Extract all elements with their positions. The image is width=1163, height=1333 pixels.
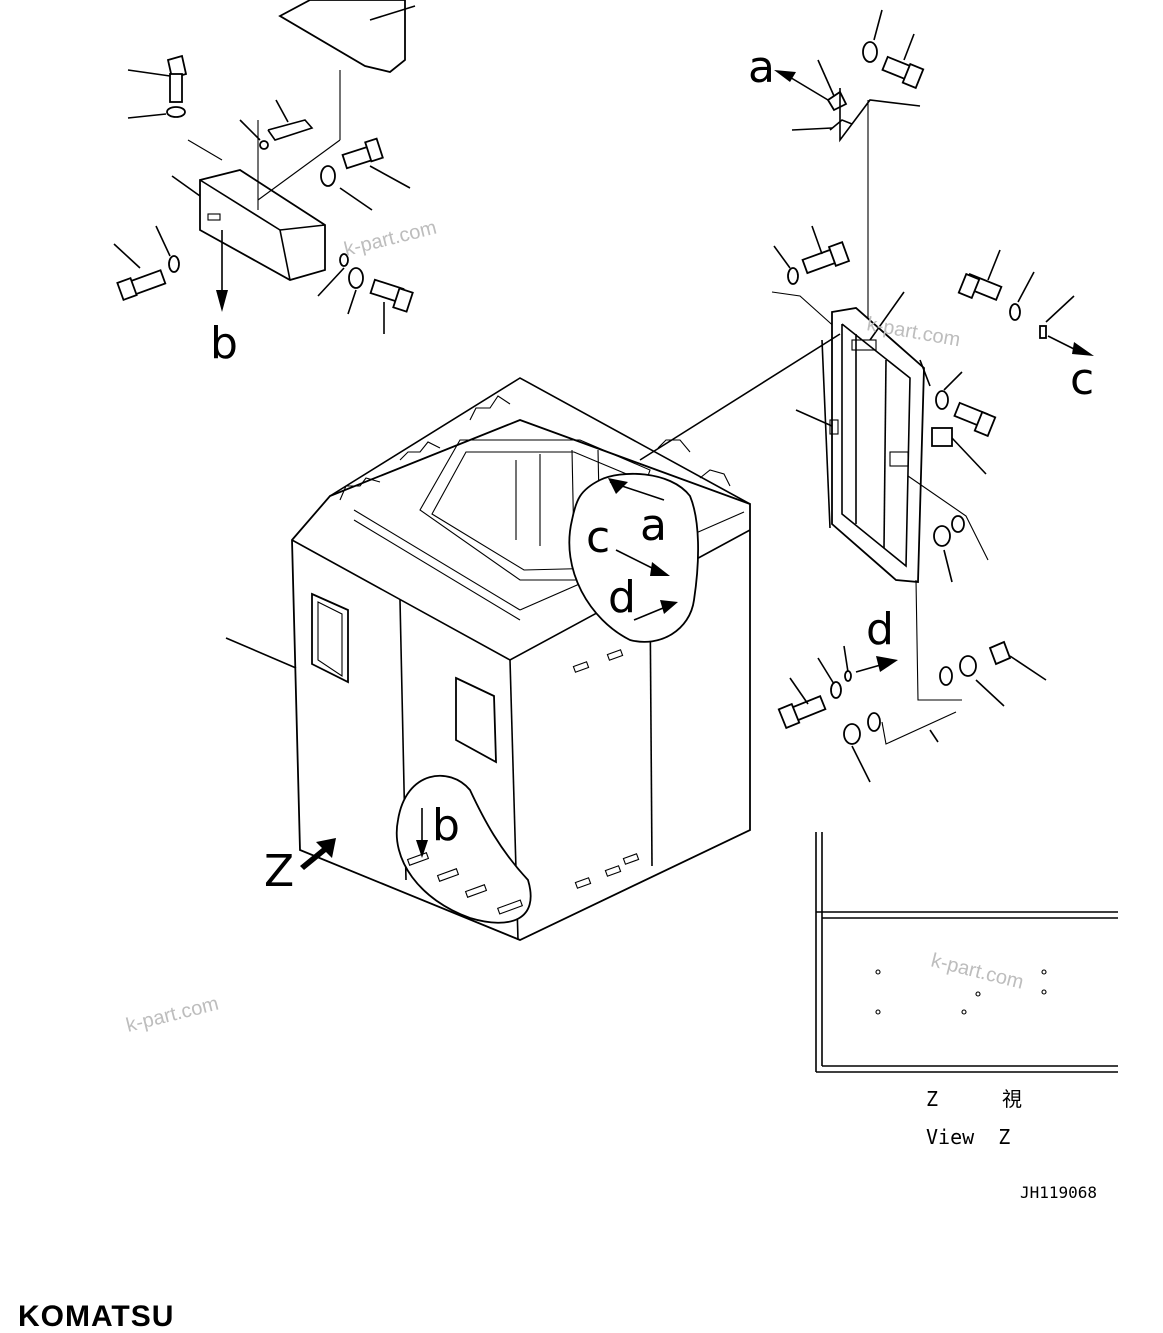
left-bolt-side [113, 225, 180, 302]
handle-bracket [239, 99, 314, 150]
detail-bubble-acd: a c d [568, 333, 841, 643]
caption-view-z: View Z [926, 1125, 1010, 1149]
arrow-b-left: b [210, 230, 238, 369]
callout-c-detail: c [586, 512, 610, 563]
arrow-d-panel: d [855, 604, 898, 673]
caption-z-letter: Z [926, 1087, 938, 1111]
callout-c-right: c [1070, 354, 1094, 405]
view-z-indicator: Z [264, 838, 336, 897]
top-right-bolt [862, 9, 925, 90]
callout-d-detail: d [608, 572, 636, 623]
left-bolt-upper [127, 54, 188, 103]
view-z-inset [815, 832, 1118, 1073]
callout-z-view: Z [264, 846, 294, 897]
top-cover-plate [278, 0, 416, 73]
view-z-caption: Z 視 View Z [926, 1087, 1022, 1149]
cover-box [171, 70, 341, 281]
callout-a-top: a [748, 42, 775, 93]
watermark-1: k-part.com [342, 217, 439, 261]
watermark-4: k-part.com [929, 950, 1026, 994]
komatsu-logo: KOMATSU [18, 1300, 174, 1328]
callout-b-left: b [210, 318, 238, 369]
panel-bolt-top [771, 225, 851, 331]
callout-a-detail: a [640, 500, 667, 551]
panel-mid-fasteners [907, 359, 997, 583]
right-bolts-box [317, 137, 414, 334]
callout-b-detail: b [432, 800, 460, 851]
drawing-number: JH119068 [1020, 1183, 1097, 1202]
top-right-clip [791, 59, 921, 143]
left-washer-upper [127, 106, 186, 119]
bottom-right-fasteners [777, 579, 1047, 783]
detail-bubble-b: b [395, 774, 532, 924]
panel-right-fasteners: c [957, 249, 1094, 405]
access-panel [795, 291, 925, 583]
caption-kanji: 視 [1002, 1087, 1022, 1111]
watermark-3: k-part.com [124, 993, 221, 1037]
callout-d-panel: d [866, 604, 894, 655]
arrow-a-top: a [748, 42, 829, 101]
